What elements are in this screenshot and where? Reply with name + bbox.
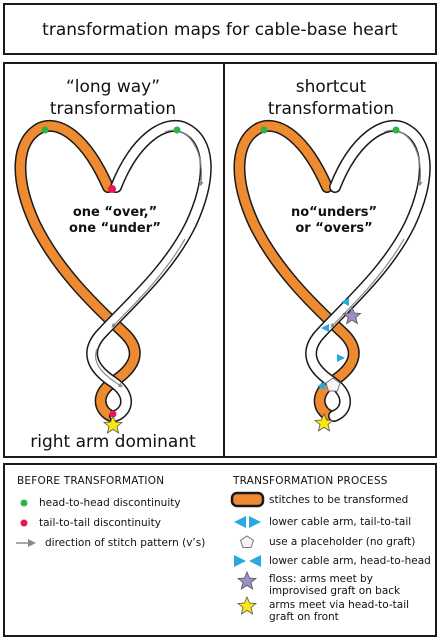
right-heading-line1: shortcut <box>295 77 367 97</box>
cyan-triangle-icon <box>341 298 349 306</box>
legend-item-lower-tail: lower cable arm, tail-to-tail <box>269 516 412 528</box>
red-dot-icon <box>20 519 28 527</box>
heart-diagrams-svg <box>14 119 431 434</box>
legend-item-direction: direction of stitch pattern (v’s) <box>45 537 206 549</box>
white-pentagon-icon <box>239 535 255 548</box>
left-heading: “long way” transformation <box>5 76 221 120</box>
red-dot-icon <box>108 185 116 193</box>
legend-item-head-to-head: head-to-head discontinuity <box>39 497 181 509</box>
right-heart <box>233 119 431 432</box>
yellow-star-icon <box>102 414 124 434</box>
cyan-triangle-icon <box>337 354 345 362</box>
cyan-triangles-inward-icon <box>234 555 261 567</box>
purple-star-icon <box>342 305 362 325</box>
legend-item-tail-to-tail: tail-to-tail discontinuity <box>39 517 161 529</box>
gray-arrow-icon <box>16 539 36 547</box>
yellow-star-icon <box>313 412 335 432</box>
legend-item-graft-line2: graft on front <box>269 611 339 623</box>
right-inner-line2: or “overs” <box>295 221 373 236</box>
cyan-triangle-icon <box>321 324 329 332</box>
page-title: transformation maps for cable-base heart <box>42 20 398 40</box>
left-heart <box>14 119 212 434</box>
right-heading-line2: transformation <box>267 99 395 119</box>
legend-item-floss: floss: arms meet by improvised graft on … <box>269 573 400 597</box>
left-inner-line2: one “under” <box>69 221 161 236</box>
green-dot-icon <box>173 126 181 134</box>
cyan-triangle-icon <box>317 382 325 390</box>
right-heading: shortcut transformation <box>225 76 437 120</box>
cyan-triangles-outward-icon <box>234 516 261 528</box>
panel-divider <box>223 64 225 456</box>
green-dot-icon <box>41 126 49 134</box>
legend-item-graft-line1: arms meet via head-to-tail <box>269 599 410 611</box>
before-heading: BEFORE TRANSFORMATION <box>17 475 165 487</box>
legend-item-lower-head: lower cable arm, head-to-head <box>269 555 431 567</box>
yellow-star-icon <box>236 595 258 615</box>
legend-item-floss-line1: floss: arms meet by <box>269 573 373 585</box>
process-heading: TRANSFORMATION PROCESS <box>233 475 388 487</box>
legend-item-floss-line2: improvised graft on back <box>269 585 401 597</box>
green-dot-icon <box>392 126 400 134</box>
right-inner-label: no“unders” or “overs” <box>284 205 384 237</box>
left-inner-line1: one “over,” <box>72 205 158 220</box>
green-dot-icon <box>20 499 28 507</box>
legend-panel: BEFORE TRANSFORMATION head-to-head disco… <box>3 463 437 637</box>
left-footer: right arm dominant <box>30 432 196 452</box>
white-pentagon-icon <box>325 377 341 392</box>
green-dot-icon <box>260 126 268 134</box>
legend-item-graft: arms meet via head-to-tail graft on fron… <box>269 599 409 623</box>
diagram-panel: “long way” transformation shortcut trans… <box>3 62 437 458</box>
left-inner-label: one “over,” one “under” <box>65 205 165 237</box>
legend-icons-svg <box>16 491 265 615</box>
legend-item-placeholder: use a placeholder (no graft) <box>269 536 416 548</box>
red-dot-icon <box>109 410 117 418</box>
left-heading-line2: transformation <box>49 99 177 119</box>
legend-item-stitches: stitches to be transformed <box>269 494 409 506</box>
title-box: transformation maps for cable-base heart <box>3 3 437 55</box>
orange-band-icon <box>230 491 265 508</box>
left-heading-line1: “long way” <box>65 77 161 97</box>
right-inner-line1: no“unders” <box>290 205 378 220</box>
purple-star-icon <box>236 570 258 590</box>
